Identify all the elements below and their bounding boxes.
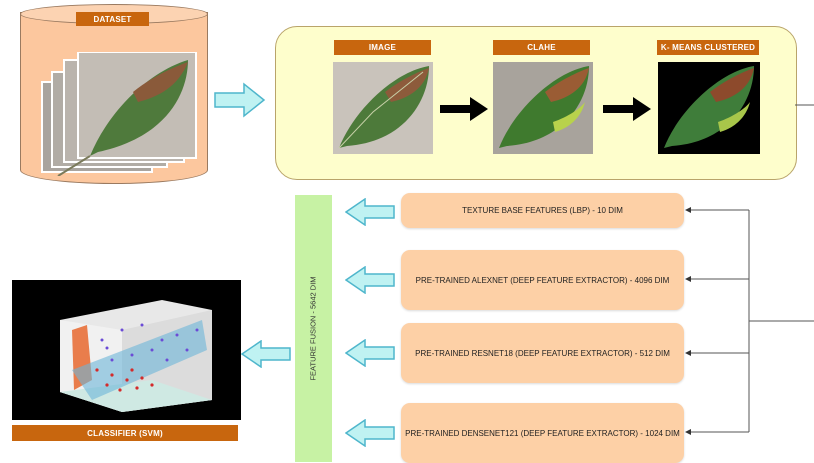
arrow-image-to-clahe (440, 97, 488, 121)
feature-connector-lines (685, 207, 814, 435)
step-clahe-label: CLAHE (493, 40, 590, 55)
arrow-lbp-to-fusion (345, 198, 395, 226)
arrow-densenet121-to-fusion (345, 419, 395, 447)
classifier-label: CLASSIFIER (SVM) (12, 425, 238, 441)
feature-fusion-bar: FEATURE FUSION - 5642 DIM (295, 195, 332, 462)
arrow-resnet18-to-fusion (345, 339, 395, 367)
image-leaf-clahe (493, 62, 593, 154)
panel-connector-line (795, 104, 814, 106)
arrow-clahe-to-kmeans (603, 97, 651, 121)
image-leaf-kmeans (658, 62, 760, 154)
image-leaf-original (333, 62, 433, 154)
feature-box-alexnet: PRE-TRAINED ALEXNET (DEEP FEATURE EXTRAC… (401, 250, 684, 310)
feature-box-lbp: TEXTURE BASE FEATURES (LBP) - 10 DIM (401, 193, 684, 228)
arrow-alexnet-to-fusion (345, 266, 395, 294)
step-kmeans-label: K- MEANS CLUSTERED (657, 40, 759, 55)
dataset-label: DATASET (76, 12, 149, 26)
feature-box-densenet121: PRE-TRAINED DENSENET121 (DEEP FEATURE EX… (401, 403, 684, 463)
arrow-dataset-to-preprocessing (214, 82, 266, 118)
svm-3d-plot-image (12, 280, 241, 420)
feature-resnet18-label: PRE-TRAINED RESNET18 (DEEP FEATURE EXTRA… (415, 348, 670, 358)
dataset-leaf-stack (41, 52, 197, 176)
feature-alexnet-label: PRE-TRAINED ALEXNET (DEEP FEATURE EXTRAC… (415, 275, 670, 285)
arrow-fusion-to-classifier (241, 340, 291, 368)
feature-box-resnet18: PRE-TRAINED RESNET18 (DEEP FEATURE EXTRA… (401, 323, 684, 383)
step-image-label: IMAGE (334, 40, 431, 55)
feature-lbp-label: TEXTURE BASE FEATURES (LBP) - 10 DIM (462, 206, 623, 215)
feature-fusion-label: FEATURE FUSION - 5642 DIM (309, 276, 319, 381)
feature-densenet121-label: PRE-TRAINED DENSENET121 (DEEP FEATURE EX… (405, 428, 680, 438)
